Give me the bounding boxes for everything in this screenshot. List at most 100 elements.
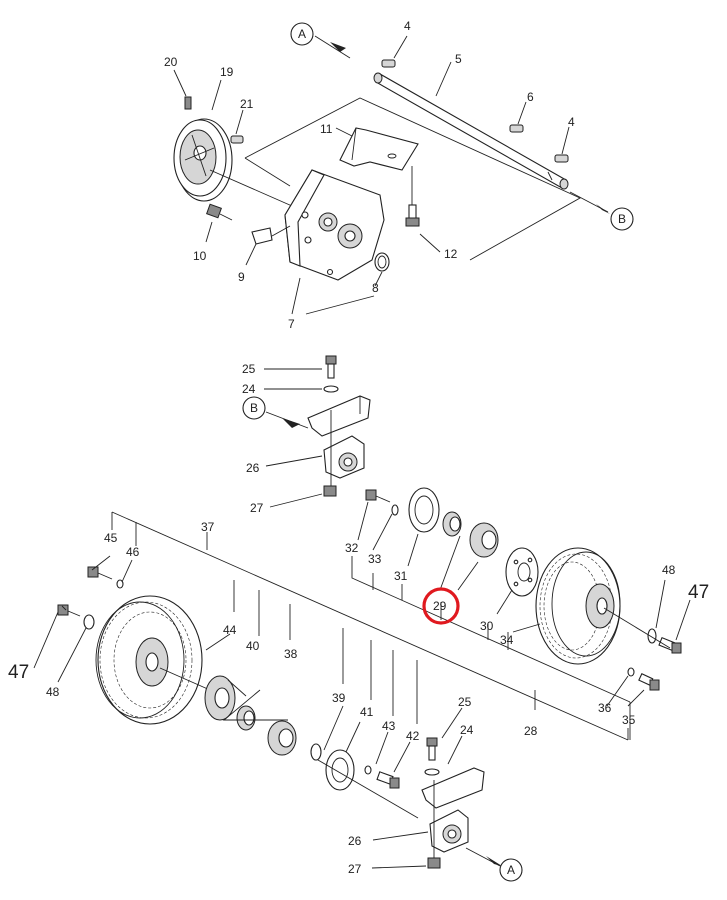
snap-ring-part-8 — [374, 252, 390, 272]
label-46: 46 — [126, 545, 140, 559]
bolt-part-45 — [87, 566, 113, 580]
label-10: 10 — [193, 249, 207, 263]
bearing-part-29 — [442, 511, 462, 537]
label-19: 19 — [220, 65, 234, 79]
nut-part-27-bottom — [427, 857, 441, 869]
bolt-part-12 — [405, 204, 420, 227]
label-8: 8 — [372, 281, 379, 295]
label-11: 11 — [320, 122, 333, 136]
label-42: 42 — [406, 729, 420, 743]
lockwasher-part-46 — [116, 579, 124, 589]
label-36: 36 — [598, 701, 612, 715]
label-27-bottom: 27 — [348, 862, 362, 876]
label-25-top: 25 — [242, 362, 256, 376]
bolt-part-47-right — [658, 636, 682, 654]
washer-part-24-bottom — [424, 768, 440, 776]
label-28: 28 — [524, 724, 538, 738]
label-24-bottom: 24 — [460, 723, 474, 737]
label-32: 32 — [345, 541, 359, 555]
label-47-right: 47 — [688, 582, 709, 603]
bracket-part-11 — [339, 127, 419, 171]
label-45: 45 — [104, 531, 118, 545]
bolt-part-10 — [206, 203, 233, 221]
label-27-top: 27 — [250, 501, 264, 515]
label-29: 29 — [433, 599, 447, 613]
callout-A-bottom: A — [499, 858, 523, 882]
bolt-part-35 — [638, 673, 660, 691]
callout-A-top: A — [290, 22, 314, 46]
bracket-plate-lower — [421, 767, 485, 809]
nut-part-27-top — [323, 485, 337, 497]
key-part-4-right — [554, 154, 569, 163]
bolt-part-25-top — [325, 355, 337, 379]
label-25-bottom: 25 — [458, 695, 472, 709]
tire-right-part-34 — [535, 547, 621, 665]
washer-part-24-top — [323, 385, 339, 393]
flange-part-31 — [408, 487, 440, 533]
label-12: 12 — [444, 247, 458, 261]
hub-part-30 — [505, 547, 539, 597]
lockwasher-part-43 — [364, 765, 372, 775]
setscrew-part-20 — [184, 96, 192, 110]
collar-part-38 — [267, 720, 297, 756]
label-7: 7 — [288, 317, 295, 331]
label-24-top: 24 — [242, 382, 256, 396]
label-40: 40 — [246, 639, 260, 653]
gearbox-part-7 — [284, 169, 385, 281]
label-20: 20 — [164, 55, 178, 69]
label-38: 38 — [284, 647, 298, 661]
washer-part-48-left — [83, 614, 95, 630]
label-33: 33 — [368, 552, 382, 566]
bolt-part-42 — [376, 771, 400, 789]
svg-text:A: A — [298, 27, 306, 41]
hub-part-40 — [204, 675, 236, 721]
callout-B-right: B — [610, 207, 634, 231]
label-48-right: 48 — [662, 563, 676, 577]
key-part-21 — [230, 135, 244, 144]
label-9: 9 — [238, 270, 245, 284]
label-41: 41 — [360, 705, 374, 719]
lockwasher-part-36 — [627, 667, 635, 677]
collar-part-29 — [469, 522, 499, 558]
label-37: 37 — [201, 520, 215, 534]
label-4-top: 4 — [404, 19, 411, 33]
svg-text:B: B — [250, 401, 258, 415]
label-48-left: 48 — [46, 685, 60, 699]
label-4-right: 4 — [568, 115, 575, 129]
label-21: 21 — [240, 97, 254, 111]
washer-part-48-right — [647, 628, 657, 644]
label-34: 34 — [500, 633, 514, 647]
label-31: 31 — [394, 569, 408, 583]
svg-text:A: A — [507, 863, 515, 877]
pulley-part-19 — [173, 118, 233, 202]
label-44: 44 — [223, 623, 237, 637]
label-6: 6 — [527, 90, 534, 104]
key-part-6 — [509, 124, 524, 133]
highlight-ring-part-29 — [422, 587, 460, 625]
label-26-top: 26 — [246, 461, 260, 475]
label-26-bottom: 26 — [348, 834, 362, 848]
label-5: 5 — [455, 52, 462, 66]
bearing-housing-part-26-top — [323, 435, 365, 479]
bolt-part-32 — [365, 489, 391, 503]
snap-ring-part-39 — [310, 743, 322, 761]
lockwasher-part-33 — [391, 504, 399, 516]
callout-B-middle: B — [242, 396, 266, 420]
label-35: 35 — [622, 713, 636, 727]
bearing-part-38 — [236, 705, 256, 731]
tire-left-part-44 — [95, 595, 203, 725]
shaft-part-5 — [373, 72, 569, 190]
bolt-part-47-left — [57, 604, 81, 617]
bearing-housing-part-26-bottom — [429, 809, 469, 853]
svg-text:B: B — [618, 212, 626, 226]
label-39: 39 — [332, 691, 346, 705]
bracket-part-9 — [251, 227, 273, 245]
label-30: 30 — [480, 619, 494, 633]
label-43: 43 — [382, 719, 396, 733]
key-part-4-top — [381, 59, 396, 68]
label-47-left: 47 — [8, 662, 29, 683]
flange-part-41 — [325, 749, 355, 791]
bracket-plate-upper — [307, 395, 371, 437]
bolt-part-25-bottom — [426, 737, 438, 761]
